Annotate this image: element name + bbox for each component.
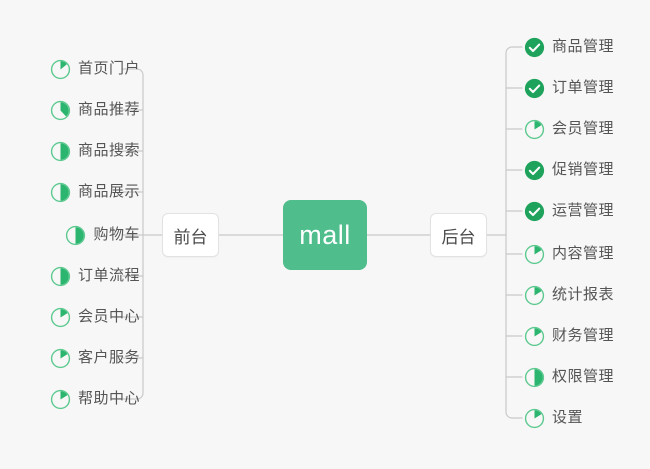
branch-node-frontend[interactable]: 前台 [162,213,219,257]
root-node-label: mall [299,219,351,250]
branch-node-frontend-label: 前台 [173,227,208,247]
leaf-item-label: 商品展示 [77,183,140,200]
leaf-item-right-7[interactable]: 财务管理 [524,323,614,349]
leaf-item-label: 运营管理 [552,202,615,219]
leaf-item-label: 会员中心 [77,308,140,325]
check-circle-icon [524,37,545,57]
leaf-item-label: 统计报表 [552,286,615,303]
leaf-item-label: 商品管理 [552,38,615,55]
leaf-item-right-4[interactable]: 运营管理 [524,198,614,224]
leaf-item-label: 帮助中心 [77,390,140,407]
progress-pie-icon [50,59,71,79]
leaf-item-right-1[interactable]: 订单管理 [524,75,614,101]
progress-pie-icon [50,141,71,161]
leaf-item-right-5[interactable]: 内容管理 [524,241,614,267]
progress-pie-icon [50,182,71,202]
progress-pie-icon [50,307,71,327]
leaf-item-label: 权限管理 [552,368,615,385]
progress-pie-icon [50,100,71,120]
progress-pie-icon [524,408,545,428]
leaf-item-label: 财务管理 [552,327,615,344]
progress-pie-icon [524,326,545,346]
leaf-item-left-6[interactable]: 会员中心 [50,304,140,330]
leaf-item-label: 商品推荐 [77,101,140,118]
progress-pie-icon [524,285,545,305]
leaf-item-label: 商品搜索 [77,142,140,159]
leaf-item-label: 购物车 [93,226,140,243]
leaf-item-label: 订单流程 [77,267,140,284]
leaf-item-label: 客户服务 [77,349,140,366]
progress-pie-icon [524,367,545,387]
progress-pie-icon [66,225,86,245]
leaf-item-label: 设置 [552,409,584,426]
progress-pie-icon [50,389,71,409]
progress-pie-icon [524,244,545,264]
progress-pie-icon [50,348,71,368]
leaf-item-left-0[interactable]: 首页门户 [50,56,140,82]
leaf-item-label: 会员管理 [552,120,615,137]
leaf-item-label: 订单管理 [552,79,615,96]
branch-node-backend-label: 后台 [441,227,476,247]
check-circle-icon [524,78,545,98]
leaf-item-left-1[interactable]: 商品推荐 [50,97,140,123]
leaf-item-right-3[interactable]: 促销管理 [524,157,614,183]
branch-node-backend[interactable]: 后台 [430,213,487,257]
leaf-item-right-8[interactable]: 权限管理 [524,364,614,390]
leaf-item-label: 内容管理 [552,245,615,262]
leaf-item-left-3[interactable]: 商品展示 [50,179,140,205]
check-circle-icon [524,201,545,221]
leaf-item-label: 首页门户 [77,60,140,77]
leaf-item-right-2[interactable]: 会员管理 [524,116,614,142]
leaf-item-left-7[interactable]: 客户服务 [50,345,140,371]
progress-pie-icon [524,119,545,139]
root-node-mall[interactable]: mall [283,200,367,270]
leaf-item-right-6[interactable]: 统计报表 [524,282,614,308]
progress-pie-icon [50,266,71,286]
leaf-item-left-4[interactable]: 购物车 [65,222,140,248]
leaf-item-left-5[interactable]: 订单流程 [50,263,140,289]
leaf-item-label: 促销管理 [552,161,615,178]
check-circle-icon [524,160,545,180]
leaf-item-left-2[interactable]: 商品搜索 [50,138,140,164]
leaf-item-left-8[interactable]: 帮助中心 [50,386,140,412]
leaf-item-right-9[interactable]: 设置 [524,405,583,431]
leaf-item-right-0[interactable]: 商品管理 [524,34,614,60]
